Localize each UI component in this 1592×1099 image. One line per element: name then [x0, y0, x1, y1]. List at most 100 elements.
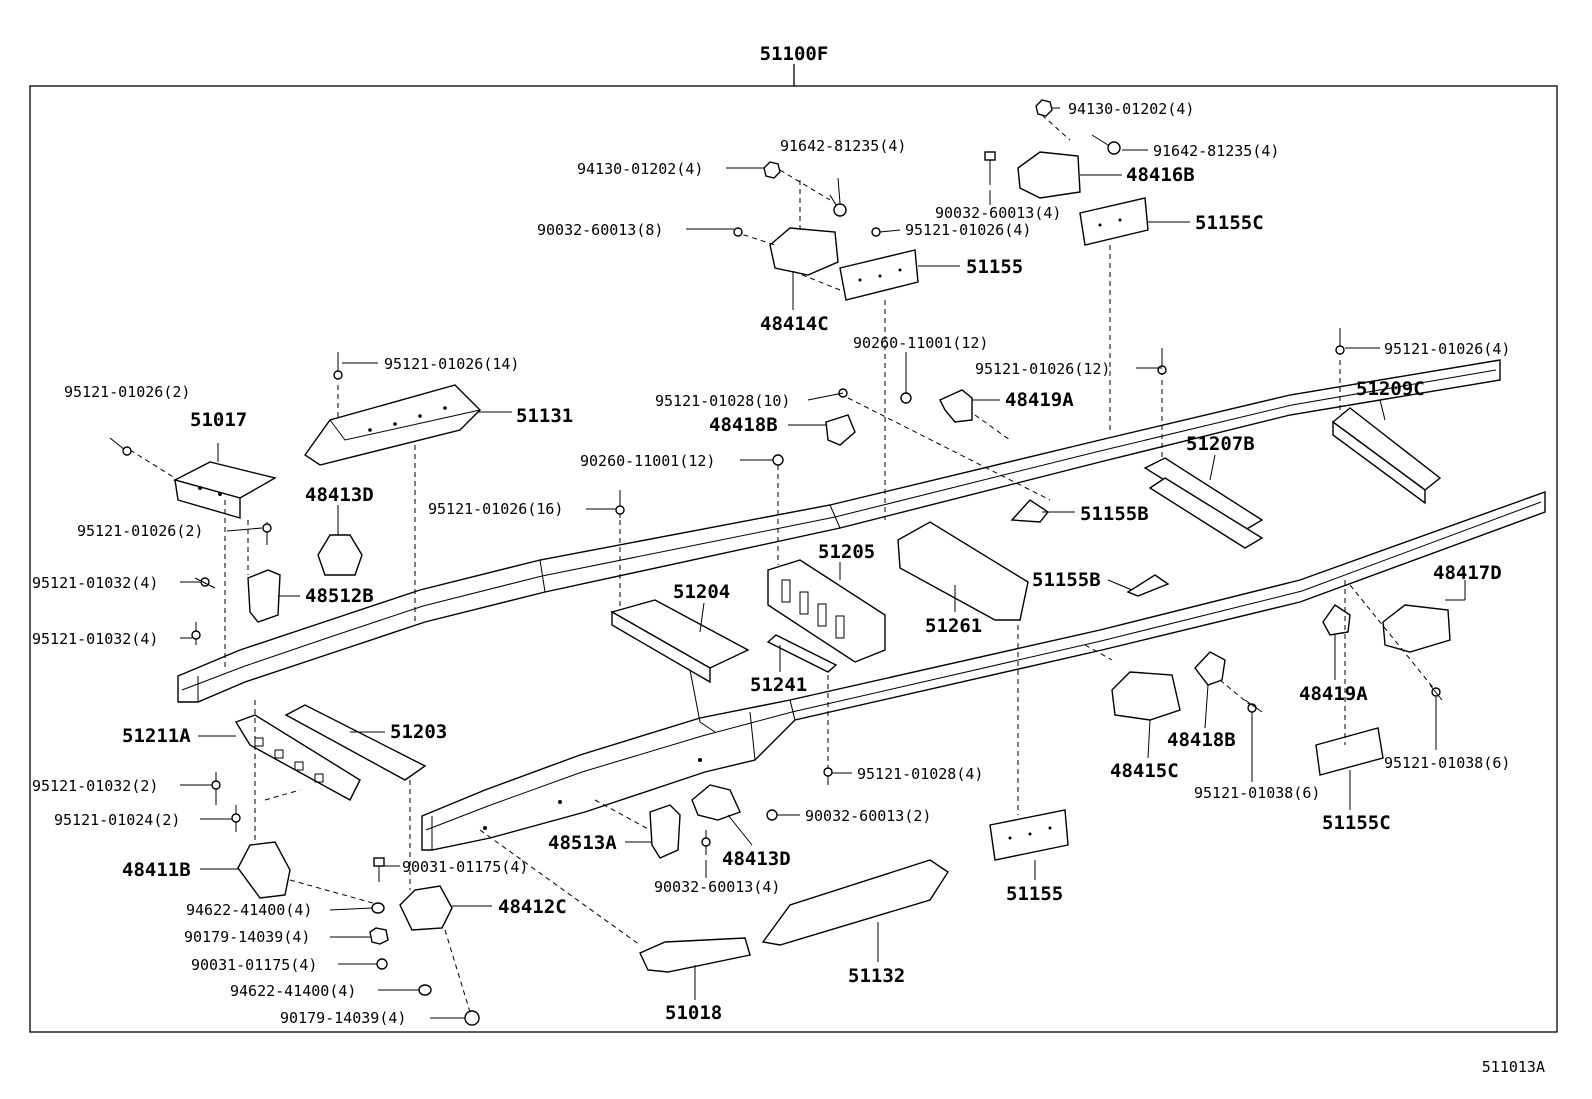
- callout-label: 48412C: [498, 896, 567, 918]
- callout-label: 51241: [750, 674, 807, 696]
- bolt-icon: [373, 857, 385, 882]
- callout-label: 90179-14039(4): [280, 1009, 406, 1027]
- member-51207B: [1143, 457, 1264, 549]
- callout-label: 48413D: [722, 848, 791, 870]
- callout-label: 48418B: [709, 414, 778, 436]
- callout-label: 48417D: [1433, 562, 1502, 584]
- rivet-icon: [1244, 699, 1263, 713]
- plate-51155B-lower: [1126, 574, 1170, 597]
- plate-51155C-lower: [1315, 727, 1384, 776]
- bolt-icon: [701, 830, 711, 855]
- callout-label: 91642-81235(4): [1153, 142, 1279, 160]
- callout-label: 90032-60013(4): [654, 878, 780, 896]
- callout-label: 51132: [848, 965, 905, 987]
- bolt-icon: [900, 375, 912, 404]
- callout-label: 95121-01026(4): [1384, 340, 1510, 358]
- callout-label: 48414C: [760, 313, 829, 335]
- callout-label: 48419A: [1299, 683, 1368, 705]
- callout-label: 51204: [673, 581, 730, 603]
- callout-label: 51205: [818, 541, 875, 563]
- callout-label: 51155B: [1080, 503, 1149, 525]
- rivet-icon: [191, 622, 201, 645]
- member-51132: [761, 859, 949, 946]
- rivet-icon: [211, 772, 221, 805]
- bracket-48417D: [1382, 604, 1451, 653]
- rivet-icon: [194, 577, 216, 589]
- bolt-icon: [871, 227, 881, 237]
- callout-label: 91642-81235(4): [780, 137, 906, 155]
- callout-label: 95121-01026(2): [64, 383, 190, 401]
- callout-label: 90032-60013(8): [537, 221, 663, 239]
- callout-label: 51261: [925, 615, 982, 637]
- nut-icon: [464, 1010, 480, 1026]
- rivet-icon: [109, 437, 132, 456]
- member-51261: [897, 521, 1029, 621]
- callout-label: 51155C: [1195, 212, 1264, 234]
- callout-label: 51209C: [1356, 378, 1425, 400]
- bracket-48411B: [237, 841, 291, 899]
- bracket-48512B: [247, 569, 281, 623]
- callout-label: 95121-01026(16): [428, 500, 563, 518]
- callout-label: 90179-14039(4): [184, 928, 310, 946]
- figure-code: 511013A: [1482, 1058, 1545, 1076]
- bracket-48418B-lower: [1194, 651, 1226, 686]
- callout-label: 95121-01032(2): [32, 777, 158, 795]
- bracket-48419A-upper: [939, 389, 973, 423]
- bracket-48413D-upper: [317, 534, 363, 576]
- member-51131: [304, 384, 481, 466]
- plate-51155B-upper: [1010, 499, 1050, 523]
- callout-label: 51203: [390, 721, 447, 743]
- rivet-icon: [823, 765, 833, 785]
- callout-label: 95121-01026(12): [975, 360, 1110, 378]
- callout-label: 95121-01038(6): [1194, 784, 1320, 802]
- callout-label: 90031-01175(4): [402, 858, 528, 876]
- plate-51155-upper: [839, 249, 919, 301]
- member-51204: [610, 599, 750, 733]
- front-frame-rail: [421, 491, 1546, 851]
- nut-icon: [369, 927, 389, 945]
- rear-frame-rail: [177, 359, 1501, 703]
- callout-label: 90260-11001(12): [853, 334, 988, 352]
- callout-label: 95121-01024(2): [54, 811, 180, 829]
- bolt-icon: [772, 454, 784, 466]
- callout-label: 95121-01032(4): [32, 630, 158, 648]
- rivet-icon: [333, 352, 343, 380]
- bolt-icon: [1091, 134, 1121, 155]
- callout-label: 90031-01175(4): [191, 956, 317, 974]
- rivet-icon: [1429, 684, 1443, 701]
- callout-label: 95121-01038(6): [1384, 754, 1510, 772]
- callout-label: 48418B: [1167, 729, 1236, 751]
- bracket-48413D-lower: [691, 784, 741, 821]
- bolt-icon: [733, 227, 743, 237]
- callout-label: 90032-60013(2): [805, 807, 931, 825]
- callout-label: 51211A: [122, 725, 191, 747]
- callout-label: 95121-01026(2): [77, 522, 203, 540]
- bolt-icon: [766, 809, 778, 821]
- rivet-icon: [1157, 348, 1167, 375]
- callout-label: 51017: [190, 409, 247, 431]
- callout-label: 48513A: [548, 832, 617, 854]
- leader-lines: [180, 107, 1466, 1019]
- callout-label: 48413D: [305, 484, 374, 506]
- callout-label: 95121-01032(4): [32, 574, 158, 592]
- bracket-48513A: [649, 804, 681, 859]
- bracket-48418B-upper: [825, 414, 856, 446]
- callout-label: 51155B: [1032, 569, 1101, 591]
- callout-labels: 94130-01202(4) 91642-81235(4) 48416B 900…: [32, 100, 1510, 1027]
- assembly-lines: [129, 114, 1436, 1013]
- callout-label: 94622-41400(4): [230, 982, 356, 1000]
- diagram-title: 51100F: [760, 43, 829, 65]
- bolt-icon: [984, 151, 996, 185]
- callout-label: 94130-01202(4): [1068, 100, 1194, 118]
- callout-label: 48512B: [305, 585, 374, 607]
- bolt-icon: [829, 194, 847, 217]
- bracket-48416B: [1017, 151, 1081, 199]
- callout-label: 95121-01028(4): [857, 765, 983, 783]
- bracket-48412C: [399, 885, 453, 931]
- washer-icon: [418, 984, 432, 996]
- nut-icon: [763, 161, 781, 179]
- callout-label: 48411B: [122, 859, 191, 881]
- member-51205: [767, 559, 886, 663]
- member-51203: [284, 704, 427, 781]
